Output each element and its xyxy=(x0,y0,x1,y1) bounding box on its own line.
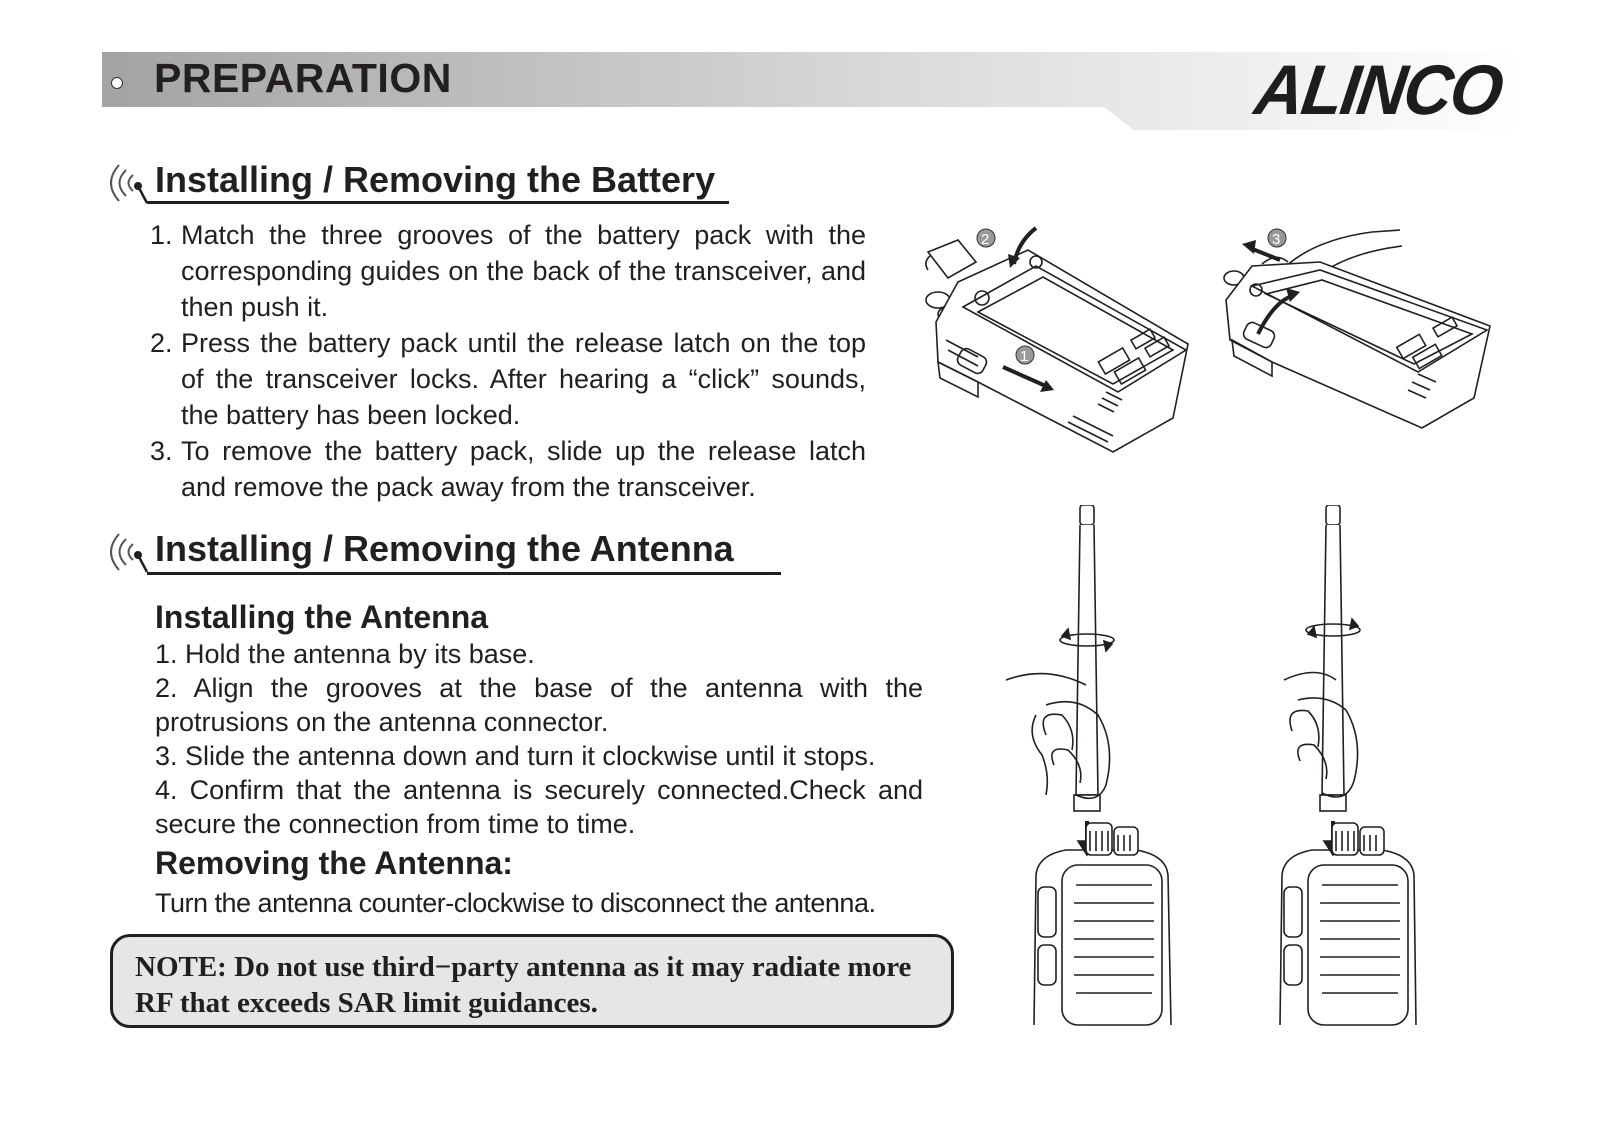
step-number: 1. xyxy=(150,220,173,250)
radio-wave-icon xyxy=(110,164,149,204)
step-badge-2: 2 xyxy=(981,231,989,248)
antenna-install-illustration xyxy=(1006,505,1417,1026)
heading-underline xyxy=(147,572,781,575)
step-text: To remove the battery pack, slide up the… xyxy=(181,436,866,502)
step-badge-1: 1 xyxy=(1020,348,1028,365)
antenna-heading: Installing / Removing the Antenna xyxy=(155,528,734,569)
antenna-section-heading: Installing / Removing the Antenna xyxy=(105,526,785,576)
header-background xyxy=(102,52,1522,130)
install-antenna-heading: Installing the Antenna xyxy=(155,599,489,635)
note-box: NOTE: Do not use third−party antenna as … xyxy=(110,934,954,1028)
step-number: 3. xyxy=(150,436,173,466)
step-badge-3: 3 xyxy=(1272,231,1280,248)
remove-antenna-text: Turn the antenna counter-clockwise to di… xyxy=(155,888,876,918)
antenna-instructions: Installing the Antenna 1. Hold the anten… xyxy=(155,597,923,923)
step-text: Press the battery pack until the release… xyxy=(181,328,866,430)
battery-install-illustration: 1 2 xyxy=(925,226,1189,453)
list-item: 1. Hold the antenna by its base. xyxy=(155,639,535,669)
heading-underline xyxy=(147,201,729,204)
battery-steps-list: 1. Match the three grooves of the batter… xyxy=(150,217,866,505)
radio-wave-icon xyxy=(110,533,149,573)
step-text: Match the three grooves of the battery p… xyxy=(181,220,866,322)
header-bar xyxy=(102,52,1522,132)
list-item: 3. To remove the battery pack, slide up … xyxy=(150,433,866,505)
battery-heading: Installing / Removing the Battery xyxy=(155,159,716,200)
remove-antenna-heading: Removing the Antenna: xyxy=(155,845,513,881)
list-item: 3. Slide the antenna down and turn it cl… xyxy=(155,741,876,771)
battery-remove-illustration: 3 xyxy=(1223,228,1491,429)
list-item: 4. Confirm that the antenna is securely … xyxy=(155,775,923,839)
list-item: 2. Press the battery pack until the rele… xyxy=(150,325,866,433)
list-item: 2. Align the grooves at the base of the … xyxy=(155,673,923,737)
note-text: NOTE: Do not use third−party antenna as … xyxy=(135,951,912,1019)
brand-logo: ALINCO xyxy=(1250,51,1507,130)
step-number: 2. xyxy=(150,328,173,358)
list-item: 1. Match the three grooves of the batter… xyxy=(150,217,866,325)
page-title: PREPARATION xyxy=(154,55,452,101)
battery-section-heading: Installing / Removing the Battery xyxy=(105,157,745,207)
header-bullet xyxy=(111,77,123,89)
